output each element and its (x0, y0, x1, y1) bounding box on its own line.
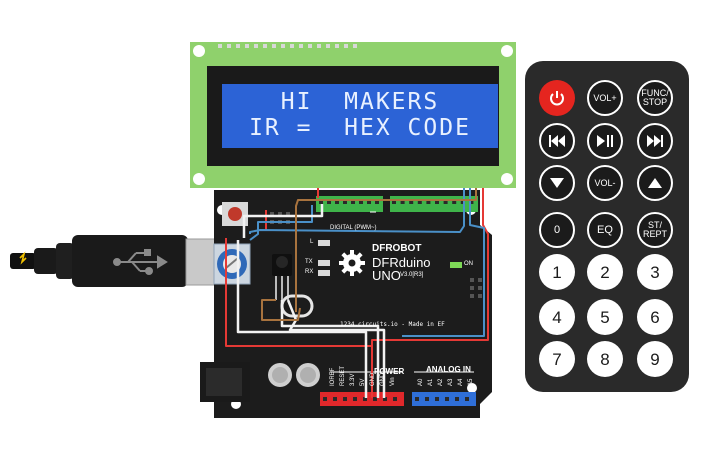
arrow-up-icon (648, 178, 662, 188)
power-pin-label: Vin (390, 377, 396, 386)
version-label: V3.0[R3] (400, 272, 424, 278)
remote-button-label: FUNC/ STOP (641, 88, 669, 107)
remote-button-func-stop[interactable]: FUNC/ STOP (637, 80, 673, 116)
led-rx (318, 270, 330, 276)
remote-button-eq[interactable]: EQ (587, 212, 623, 248)
led-tx (318, 260, 330, 266)
analog-header (412, 392, 476, 406)
play-pause-icon (597, 135, 613, 147)
wires (225, 188, 489, 398)
lcd-line-1: HI MAKERS (280, 89, 440, 115)
lcd-module (190, 42, 516, 188)
remote-button-num-0[interactable]: 0 (539, 212, 575, 248)
remote-button-label: 2 (600, 262, 610, 282)
remote-button-next[interactable] (637, 123, 673, 159)
power-pin-label: RESET (340, 365, 346, 386)
skip-forward-icon (647, 135, 663, 147)
remote-button-label: VOL- (594, 177, 616, 188)
digital-label: DIGITAL (PWM~) (330, 225, 377, 231)
remote-button-num-4[interactable]: 4 (539, 299, 575, 335)
power-pin-label: GND (380, 372, 386, 386)
remote-button-label: 0 (553, 223, 561, 236)
usb-cable (10, 235, 219, 287)
led-label-tx: TX (305, 259, 313, 265)
remote-button-play-pause[interactable] (587, 123, 623, 159)
power-pin-label: IOREF (330, 367, 336, 386)
lcd-screen (222, 84, 498, 148)
power-header (320, 392, 404, 406)
remote-button-num-1[interactable]: 1 (539, 254, 575, 290)
analog-pin-label: A2 (438, 378, 444, 386)
gear-logo-icon (339, 250, 365, 276)
remote-button-power[interactable] (539, 80, 575, 116)
remote-button-label: EQ (597, 223, 613, 236)
power-pin-label: 5V (360, 378, 366, 386)
remote-button-down[interactable] (539, 165, 575, 201)
remote-button-num-5[interactable]: 5 (587, 299, 623, 335)
model-label-2: UNO (372, 268, 401, 283)
remote-button-label: 7 (552, 349, 562, 369)
remote-button-num-2[interactable]: 2 (587, 254, 623, 290)
remote-button-num-8[interactable]: 8 (587, 341, 623, 377)
led-l (318, 240, 330, 246)
power-label: POWER (374, 367, 405, 376)
analog-pin-label: A0 (418, 378, 424, 386)
remote-button-label: 9 (650, 349, 660, 369)
analog-pin-label: A4 (458, 378, 464, 386)
potentiometer[interactable] (213, 243, 251, 285)
remote-button-label: 6 (650, 307, 660, 327)
lcd-line-2: IR = HEX CODE (249, 115, 471, 141)
analog-in-label: ANALOG IN (426, 365, 471, 374)
credit-label: 1234.circuits.io - Made in EF (340, 321, 445, 328)
power-pin-label: 3.3V (350, 373, 356, 386)
remote-button-up[interactable] (637, 165, 673, 201)
model-label-1: DFRduino (372, 255, 431, 270)
on-label: ON (464, 261, 473, 267)
remote-button-label: 8 (600, 349, 610, 369)
analog-pin-label: A5 (468, 378, 474, 386)
remote-button-num-9[interactable]: 9 (637, 341, 673, 377)
remote-button-vol-down[interactable]: VOL- (587, 165, 623, 201)
remote-button-label: 3 (650, 262, 660, 282)
skip-back-icon (549, 135, 565, 147)
remote-button-st-rept[interactable]: ST/ REPT (637, 212, 673, 248)
led-on (450, 262, 462, 268)
digital-header-low (316, 196, 383, 212)
arrow-down-icon (550, 178, 564, 188)
power-icon (548, 89, 566, 107)
remote-button-label: ST/ REPT (642, 220, 667, 239)
remote-button-label: VOL+ (593, 92, 617, 103)
remote-button-num-7[interactable]: 7 (539, 341, 575, 377)
remote-button-prev[interactable] (539, 123, 575, 159)
analog-pin-label: A3 (448, 378, 454, 386)
remote-button-num-6[interactable]: 6 (637, 299, 673, 335)
capacitors (268, 363, 320, 387)
remote-button-num-3[interactable]: 3 (637, 254, 673, 290)
usb-icon (113, 249, 168, 275)
power-pin-label: GND (370, 372, 376, 386)
remote-button-label: 4 (552, 307, 562, 327)
analog-pin-label: A1 (428, 378, 434, 386)
remote-button-vol-up[interactable]: VOL+ (587, 80, 623, 116)
led-label-l: L (310, 239, 314, 245)
brand-label: DFROBOT (372, 243, 422, 254)
remote-button-label: 1 (552, 262, 562, 282)
led-label-rx: RX (305, 269, 314, 275)
remote-button-label: 5 (600, 307, 610, 327)
